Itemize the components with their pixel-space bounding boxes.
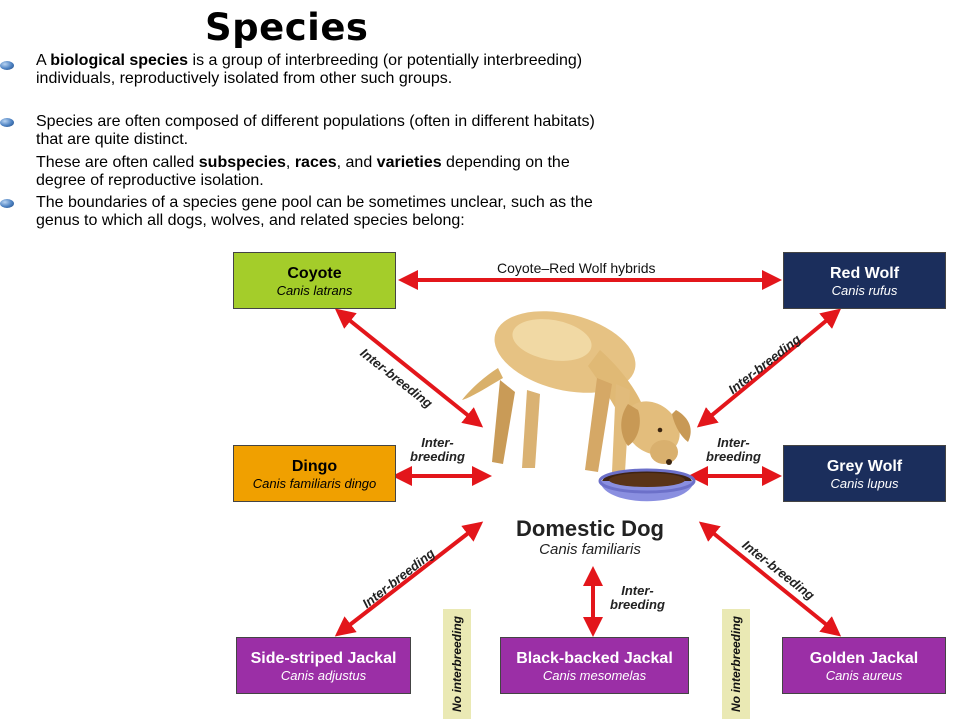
- bullet-icon: [0, 118, 14, 127]
- inter-breeding-label-greywolf: Inter- breeding: [706, 435, 761, 464]
- grey-wolf-sci: Canis lupus: [830, 475, 899, 491]
- inter-breeding-label-blackbacked: Inter- breeding: [610, 583, 665, 612]
- no-interbreeding-bar-left: No interbreeding: [443, 609, 471, 719]
- side-striped-jackal-sci: Canis adjustus: [280, 667, 367, 683]
- coyote-box: Coyote Canis latrans: [233, 252, 396, 309]
- inter-breeding-label-dingo: Inter- breeding: [410, 435, 465, 464]
- side-striped-jackal-name: Side-striped Jackal: [250, 649, 397, 667]
- arrow-coyote-dog: [334, 308, 484, 428]
- arrow-golden-dog: [698, 521, 842, 637]
- grey-wolf-box: Grey Wolf Canis lupus: [783, 445, 946, 502]
- dingo-sci: Canis familiaris dingo: [252, 475, 377, 491]
- populations-paragraph: Species are often composed of different …: [36, 113, 595, 148]
- dog-illustration: [462, 311, 696, 502]
- domestic-dog-name: Domestic Dog: [516, 516, 664, 541]
- definition-paragraph: A biological species is a group of inter…: [36, 52, 583, 87]
- red-wolf-sci: Canis rufus: [831, 282, 898, 298]
- no-interbreeding-bar-right: No interbreeding: [722, 609, 750, 719]
- bullet-icon: [0, 199, 14, 208]
- arrow-sidestriped-dog: [334, 521, 484, 637]
- coyote-name: Coyote: [287, 264, 342, 282]
- boundaries-paragraph: The boundaries of a species gene pool ca…: [36, 194, 593, 229]
- grey-wolf-name: Grey Wolf: [826, 457, 903, 475]
- red-wolf-name: Red Wolf: [829, 264, 900, 282]
- black-backed-jackal-sci: Canis mesomelas: [542, 667, 647, 683]
- black-backed-jackal-box: Black-backed Jackal Canis mesomelas: [500, 637, 689, 694]
- dingo-name: Dingo: [291, 457, 338, 475]
- golden-jackal-sci: Canis aureus: [825, 667, 903, 683]
- bullet-icon: [0, 61, 14, 70]
- coyote-sci: Canis latrans: [276, 282, 353, 298]
- domestic-dog-sci: Canis familiaris: [539, 541, 641, 558]
- golden-jackal-box: Golden Jackal Canis aureus: [782, 637, 946, 694]
- page-title: Species: [205, 6, 369, 49]
- red-wolf-box: Red Wolf Canis rufus: [783, 252, 946, 309]
- side-striped-jackal-box: Side-striped Jackal Canis adjustus: [236, 637, 411, 694]
- dingo-box: Dingo Canis familiaris dingo: [233, 445, 396, 502]
- arrow-redwolf-dog: [696, 308, 842, 428]
- golden-jackal-name: Golden Jackal: [809, 649, 919, 667]
- hybrids-label: Coyote–Red Wolf hybrids: [497, 260, 656, 276]
- black-backed-jackal-name: Black-backed Jackal: [516, 649, 673, 667]
- subspecies-paragraph: These are often called subspecies, races…: [36, 154, 570, 189]
